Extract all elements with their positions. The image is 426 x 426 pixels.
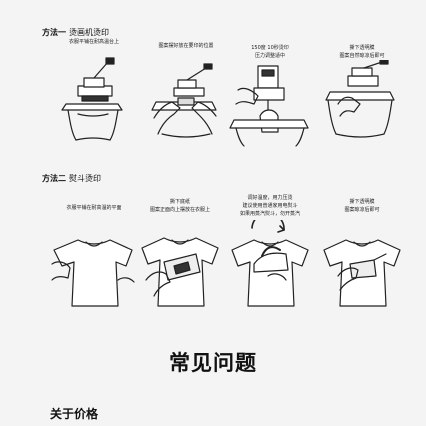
- heat-press-illustration: [61, 57, 123, 141]
- press-down-illustration: [229, 65, 309, 147]
- step-caption: 衣服平铺在耐高温台上: [68, 39, 119, 45]
- method2-title: 方法二熨斗烫印: [42, 173, 101, 184]
- iron-press-illustration: [231, 220, 309, 307]
- method2-label: 方法二: [42, 174, 66, 183]
- method2-name: 熨斗烫印: [69, 174, 101, 183]
- peel-iron-film-illustration: [323, 239, 401, 307]
- step-caption: 图案摆好放在要印的位置: [158, 43, 214, 49]
- step-caption: 撕下透明膜 图案晾凉后即可: [344, 199, 380, 213]
- faq-title: 常见问题: [169, 351, 257, 375]
- method1-step-1: 衣服平铺在耐高温台上: [48, 38, 140, 156]
- peel-film-illustration: [325, 60, 395, 138]
- method1-step-4: 撕下透明膜 图案自然晾凉后即可: [316, 38, 408, 156]
- method2-step-1: 衣服平铺在耐高温的平面: [48, 196, 140, 314]
- method1-name: 烫画机烫印: [69, 28, 109, 37]
- method2-step-4: 撕下透明膜 图案晾凉后即可: [316, 196, 408, 314]
- step-caption: 撕下底纸 图案正面向上摆放在衣服上: [149, 199, 210, 213]
- place-transfer-illustration: [141, 237, 219, 307]
- method2-step-3: 调好温度，用力压烫 建议使用普通家用电熨斗 如果用蒸汽熨斗，勿开蒸汽: [224, 195, 316, 314]
- step-caption: 调好温度，用力压烫 建议使用普通家用电熨斗 如果用蒸汽熨斗，勿开蒸汽: [239, 195, 300, 217]
- method2-step-2: 撕下底纸 图案正面向上摆放在衣服上: [134, 196, 226, 314]
- lay-shirt-illustration: [51, 239, 135, 307]
- step-caption: 撕下透明膜 图案自然晾凉后即可: [339, 45, 385, 59]
- step-caption: 衣服平铺在耐高温的平面: [66, 205, 122, 211]
- step-caption: 150度 10秒烫印 压力调整适中: [251, 45, 289, 59]
- place-design-illustration: [151, 63, 217, 138]
- method1-title: 方法一烫画机烫印: [42, 27, 109, 38]
- method1-label: 方法一: [42, 28, 66, 37]
- price-title: 关于价格: [50, 407, 99, 421]
- method1-step-3: 150度 10秒烫印 压力调整适中: [224, 38, 316, 156]
- method1-step-2: 图案摆好放在要印的位置: [140, 38, 232, 156]
